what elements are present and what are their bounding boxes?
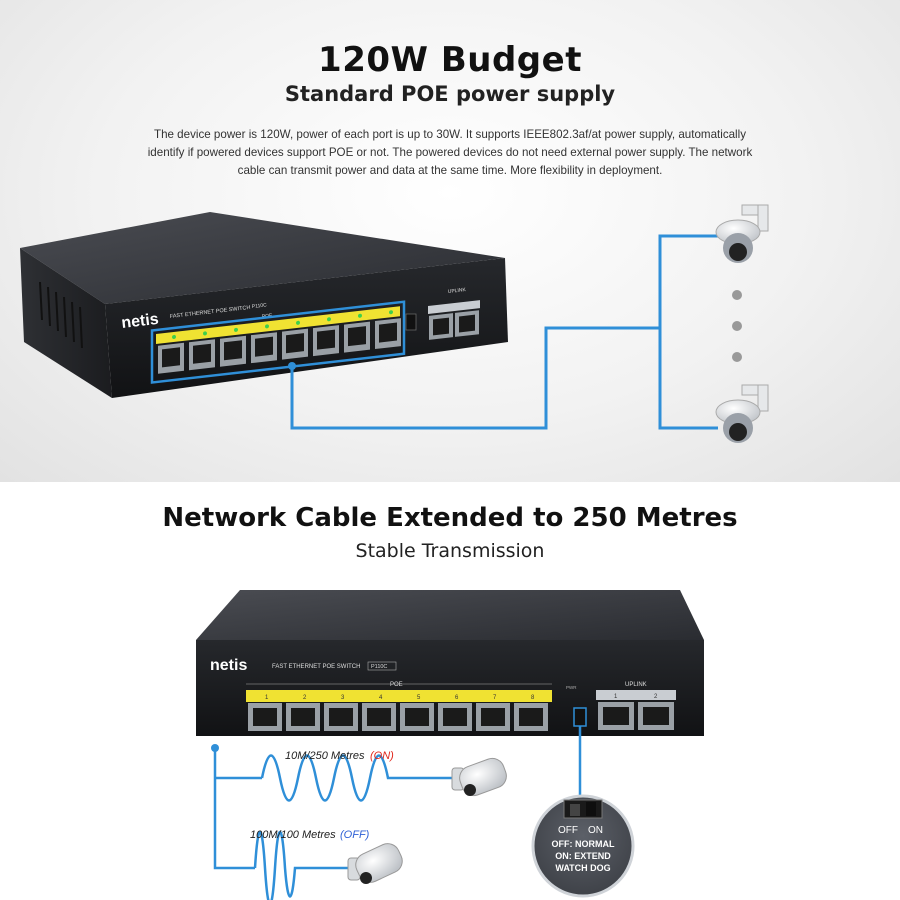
poe-port-number: 5 <box>417 695 421 701</box>
poe-port-number: 4 <box>379 695 383 701</box>
bullet-camera-on-icon <box>451 757 507 797</box>
top-uplink-label: UPLINK <box>448 287 467 295</box>
poe-port-number: 8 <box>531 695 535 701</box>
bottom-product-label: FAST ETHERNET POE SWITCH <box>272 664 360 670</box>
top-poe-port-group <box>150 300 406 384</box>
bottom-dip-switch <box>573 707 587 727</box>
ptz-camera-bottom-icon <box>715 384 769 443</box>
ptz-camera-top-icon <box>715 204 769 263</box>
bottom-cable-lines <box>213 726 582 900</box>
switch-callout: OFF ON OFF: NORMAL ON: EXTEND WATCH DOG <box>531 794 635 898</box>
mode-on-tag: (ON) <box>370 750 394 762</box>
bottom-pwr-label: PWR <box>566 685 577 690</box>
mode-off-tag: (OFF) <box>340 829 370 841</box>
bottom-brand-logo: netis <box>210 657 247 674</box>
top-switch: netis FAST ETHERNET POE SWITCH P110C POE… <box>20 212 508 398</box>
poe-port-number: 3 <box>341 695 345 701</box>
callout-line1: OFF: NORMAL <box>552 839 615 849</box>
bottom-switch-top-face <box>196 590 704 640</box>
bottom-switch: netis FAST ETHERNET POE SWITCH P110C POE… <box>196 590 704 736</box>
uplink-port-number: 1 <box>614 694 618 700</box>
top-cable-lines <box>290 234 720 430</box>
bottom-poe-yellow-bar <box>246 690 552 702</box>
top-dip-switch <box>405 313 417 331</box>
bottom-uplink-label: UPLINK <box>625 682 647 688</box>
section2-subtitle: Stable Transmission <box>355 540 545 562</box>
callout-line2: ON: EXTEND <box>555 851 611 861</box>
bullet-camera-off-icon <box>347 843 403 884</box>
bottom-poe-label: POE <box>390 682 403 688</box>
poe-port-number: 1 <box>265 695 269 701</box>
mode-on-text: 10M/250 Metres <box>285 750 365 762</box>
vent-slots <box>39 281 83 349</box>
callout-line3: WATCH DOG <box>555 863 610 873</box>
top-brand-logo: netis <box>121 311 160 332</box>
poe-port-number: 7 <box>493 695 497 701</box>
section1-subtitle: Standard POE power supply <box>284 82 616 106</box>
section1-description: The device power is 120W, power of each … <box>147 128 753 177</box>
top-model-label: P110C <box>252 302 268 310</box>
top-cable-connector <box>288 362 296 370</box>
callout-on-label: ON <box>588 825 603 836</box>
top-uplink-port-group <box>428 300 480 340</box>
poe-port-number: 2 <box>303 695 307 701</box>
top-switch-top-face <box>20 212 505 304</box>
callout-off-label: OFF <box>558 825 578 836</box>
section2-title: Network Cable Extended to 250 Metres <box>162 503 738 533</box>
poe-port-number: 6 <box>455 695 459 701</box>
bottom-port-numbers: 1 2 3 4 5 6 7 8 <box>265 695 535 701</box>
ellipsis-dots <box>732 290 742 362</box>
section1-title: 120W Budget <box>318 40 582 80</box>
uplink-port-number: 2 <box>654 694 658 700</box>
bottom-model-label: P110C <box>371 664 387 670</box>
mode-off-text: 100M/100 Metres <box>250 829 336 841</box>
